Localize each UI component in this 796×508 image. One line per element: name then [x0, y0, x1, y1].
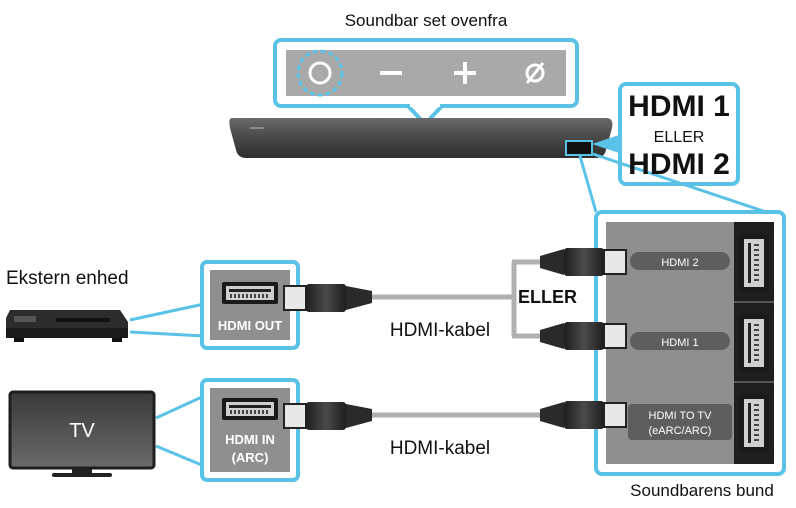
soundbar-port-hdmi1-label: HDMI 1 — [661, 337, 698, 349]
bottom-callout-line-right — [592, 152, 767, 214]
hdmi-cable-top — [370, 259, 540, 339]
bottom-callout-line-left — [578, 155, 598, 213]
cable-plug-hdmi1 — [540, 322, 627, 350]
external-callout-line-top — [129, 302, 205, 322]
hdmi-in-label-line2: (ARC) — [232, 450, 269, 465]
power-button-highlight — [296, 49, 344, 97]
hdmi-in-port-panel — [200, 378, 300, 482]
hdmi-callout-line2: ELLER — [654, 129, 705, 146]
cable-label-bottom: HDMI-kabel — [390, 438, 490, 459]
soundbar-top-view-panel — [273, 38, 579, 126]
tv-callout-line-top — [155, 394, 205, 420]
soundbar-port-hdmi2-label: HDMI 2 — [661, 257, 698, 269]
hdmi-callout-line3: HDMI 2 — [628, 148, 730, 181]
soundbar-port-hdmi-to-tv-label-line1: HDMI TO TV — [649, 410, 713, 422]
external-callout-line-bottom — [129, 330, 205, 338]
hdmi-callout-line1: HDMI 1 — [628, 90, 730, 123]
hdmi-to-tv-port-icon — [739, 394, 769, 452]
tv-label: TV — [69, 420, 95, 442]
soundbar-body — [229, 118, 613, 158]
top-view-label: Soundbar set ovenfra — [345, 11, 508, 30]
mic-off-icon — [525, 62, 545, 84]
power-icon — [308, 61, 332, 85]
minus-icon — [380, 71, 402, 75]
hdmi-out-label: HDMI OUT — [218, 318, 282, 333]
cable-label-top: HDMI-kabel — [390, 320, 490, 341]
hdmi-callout-arrow — [592, 134, 622, 154]
hdmi1-label-pill — [630, 332, 730, 350]
hdmi-to-tv-label-pill — [628, 404, 732, 440]
hdmi1-port-icon — [739, 314, 769, 372]
soundbar-port-hdmi-to-tv-label-line2: (eARC/ARC) — [649, 425, 712, 437]
cable-plug-hdmi2 — [540, 248, 627, 276]
tv-callout-line-bottom — [155, 444, 205, 468]
hdmi-out-port-icon — [222, 282, 278, 304]
cable-plug-tv — [283, 402, 372, 430]
hdmi-in-port-icon — [222, 398, 278, 420]
hdmi2-port-icon — [739, 234, 769, 292]
tv-icon — [8, 390, 156, 477]
bottom-panel-label: Soundbarens bund — [630, 481, 774, 500]
external-device-label: Ekstern enhed — [6, 268, 129, 289]
hdmi2-label-pill — [630, 252, 730, 270]
external-device-icon — [6, 310, 128, 342]
cable-plug-external — [283, 284, 372, 312]
hdmi-in-label-line1: HDMI IN — [225, 432, 275, 447]
plus-icon — [454, 62, 476, 84]
cable-plug-hdmi-to-tv — [540, 401, 627, 429]
or-label: ELLER — [518, 287, 577, 307]
